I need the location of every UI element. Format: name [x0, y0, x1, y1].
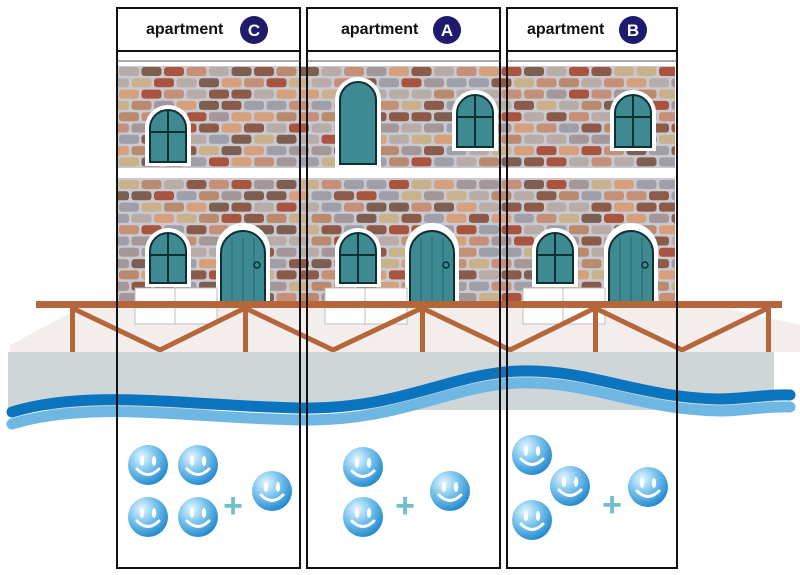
plus-sign: +	[602, 486, 622, 524]
arched-door	[216, 223, 270, 306]
railing	[36, 301, 782, 354]
occupant-smiley-icon	[550, 466, 590, 506]
plus-sign: +	[395, 487, 415, 525]
occupant-smiley-icon	[628, 467, 668, 507]
arched-window	[145, 105, 191, 166]
occupant-smiley-icon	[128, 497, 168, 537]
water-light-stripe	[6, 377, 796, 430]
plus-sign: +	[223, 487, 243, 525]
occupant-smiley-icon	[512, 500, 552, 540]
apartment-a: apartment A	[306, 7, 501, 569]
apartment-badge-letter: C	[248, 21, 260, 40]
arched-window	[335, 228, 381, 287]
apartment-badge-letter: B	[627, 21, 639, 40]
occupant-smiley-icon	[178, 497, 218, 537]
river	[6, 352, 796, 430]
apartment-label: apartment	[527, 21, 605, 38]
occupant-smiley-icon	[178, 445, 218, 485]
apartment-badge	[433, 16, 461, 44]
floor-divider	[118, 168, 675, 178]
water-dark-stripe	[6, 365, 796, 418]
apartment-label: apartment	[341, 21, 419, 38]
occupant-smiley-icon	[512, 435, 552, 475]
apartment-badge	[240, 16, 268, 44]
apartment-b: apartment B	[506, 7, 678, 569]
windows	[145, 77, 656, 287]
occupant-smiley-icon	[252, 471, 292, 511]
occupants: + + +	[128, 435, 668, 540]
arched-window	[452, 90, 498, 151]
arched-door	[604, 223, 658, 306]
occupant-smiley-icon	[430, 471, 470, 511]
arched-window	[532, 228, 578, 287]
occupant-smiley-icon	[343, 447, 383, 487]
apartment-badge	[619, 16, 647, 44]
arched-window	[610, 90, 656, 151]
arched-door	[405, 223, 459, 306]
doors	[216, 223, 658, 306]
arched-window	[145, 228, 191, 287]
occupant-smiley-icon	[343, 497, 383, 537]
apartment-c: apartment C	[116, 7, 301, 569]
arched-window	[335, 77, 381, 168]
occupant-smiley-icon	[128, 445, 168, 485]
apartment-label: apartment	[146, 21, 224, 38]
apartment-badge-letter: A	[441, 21, 453, 40]
